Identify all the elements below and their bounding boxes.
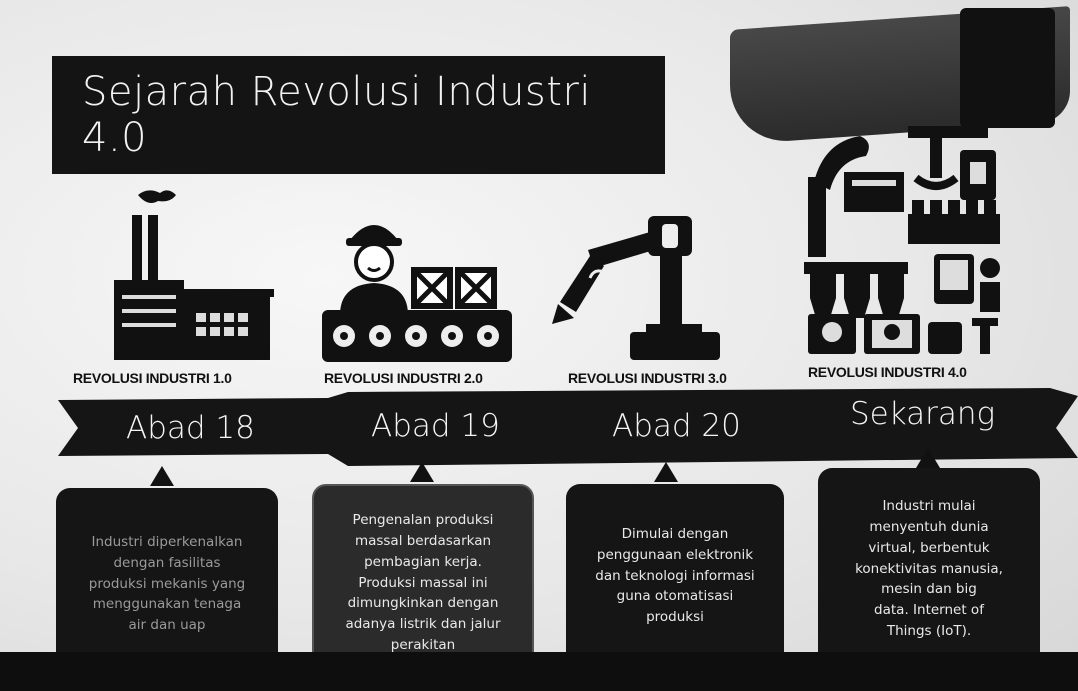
period-3: Abad 20 [612, 408, 741, 444]
era-label-3: REVOLUSI INDUSTRI 3.0 [568, 370, 727, 386]
description-box-2: Pengenalan produksi massal berdasarkan p… [312, 484, 534, 682]
period-2: Abad 19 [371, 408, 500, 444]
period-1: Abad 18 [126, 410, 255, 446]
robot-arm-icon [552, 216, 720, 360]
era-label-1: REVOLUSI INDUSTRI 1.0 [73, 370, 232, 386]
period-4: Sekarang [850, 396, 996, 432]
factory-icon [114, 190, 274, 360]
description-text-1: Industri diperkenalkan dengan fasilitas … [88, 533, 246, 634]
description-box-1: Industri diperkenalkan dengan fasilitas … [56, 488, 278, 680]
description-box-4: Industri mulai menyentuh dunia virtual, … [818, 468, 1040, 670]
page-title-text: Sejarah Revolusi Industri 4.0 [82, 69, 592, 161]
era-label-2: REVOLUSI INDUSTRI 2.0 [324, 370, 483, 386]
description-box-3: Dimulai dengan penggunaan elektronik dan… [566, 484, 784, 668]
pointer-3 [654, 462, 678, 482]
bottom-bar [0, 652, 1078, 691]
pointer-4 [916, 448, 940, 468]
page-title: Sejarah Revolusi Industri 4.0 [52, 56, 665, 174]
description-text-2: Pengenalan produksi massal berdasarkan p… [345, 511, 501, 654]
pointer-1 [150, 466, 174, 486]
pointer-2 [410, 462, 434, 482]
smart-factory-icon [804, 126, 1000, 354]
description-text-4: Industri mulai menyentuh dunia virtual, … [855, 497, 1003, 640]
assembly-worker-icon [322, 225, 512, 362]
description-text-3: Dimulai dengan penggunaan elektronik dan… [595, 525, 755, 626]
era-label-4: REVOLUSI INDUSTRI 4.0 [808, 364, 967, 380]
timeline-arrow [58, 388, 1078, 466]
device-edge-cap [960, 8, 1055, 128]
